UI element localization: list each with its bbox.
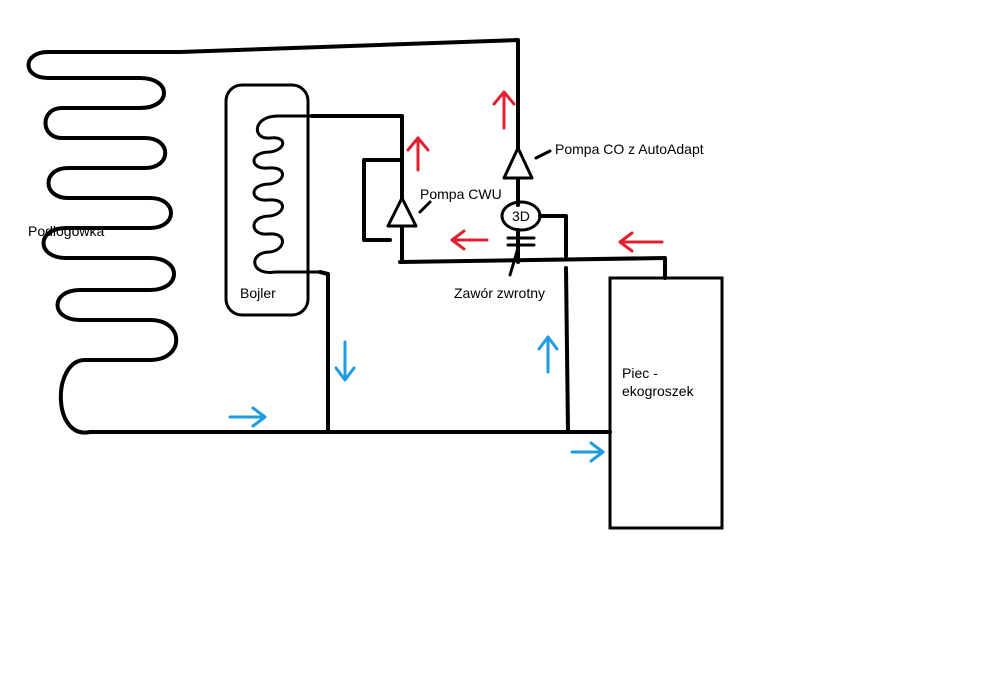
check-valve-symbol bbox=[506, 236, 536, 247]
dhw-pump-symbol bbox=[386, 196, 418, 228]
hot-flow-up-arrow bbox=[492, 90, 516, 130]
furnace-label-line2: ekogroszek bbox=[622, 383, 695, 399]
boiler-coil bbox=[252, 114, 322, 274]
cold-flow-up-arrow bbox=[537, 335, 559, 374]
ch-pump-symbol bbox=[502, 146, 534, 180]
cold-flow-down-arrow bbox=[334, 340, 356, 382]
check-valve-leader bbox=[508, 246, 520, 277]
pump-ch-label: Pompa CO z AutoAdapt bbox=[555, 141, 704, 157]
furnace-label-line1: Piec - bbox=[622, 365, 658, 381]
main-header bbox=[398, 256, 667, 280]
hot-flow-left-arrow bbox=[618, 231, 664, 253]
pump-ch-leader bbox=[534, 149, 552, 160]
3d-valve-label: 3D bbox=[512, 208, 530, 224]
hot-flow-up-arrow bbox=[406, 136, 430, 172]
3d-valve-branch bbox=[538, 214, 568, 258]
furnace-return-riser bbox=[564, 266, 570, 434]
underfloor-heating-loop bbox=[26, 50, 182, 435]
pump-dhw-leader bbox=[418, 200, 432, 214]
pump-dhw-label: Pompa CWU bbox=[420, 186, 502, 202]
cold-flow-right-arrow bbox=[570, 441, 605, 463]
dhw-pump-circuit bbox=[310, 114, 404, 264]
boiler-tank bbox=[224, 83, 310, 317]
cold-flow-right-arrow bbox=[228, 406, 267, 428]
furnace bbox=[608, 276, 724, 530]
underfloor-label: Podłogówka bbox=[28, 223, 104, 239]
boiler-tank-label: Bojler bbox=[240, 285, 276, 301]
hot-flow-left-arrow bbox=[450, 229, 489, 251]
3d-valve-symbol bbox=[500, 200, 542, 232]
check-valve-label: Zawór zwrotny bbox=[454, 285, 545, 301]
boiler-return bbox=[318, 270, 330, 434]
supply-line-top bbox=[178, 38, 520, 150]
